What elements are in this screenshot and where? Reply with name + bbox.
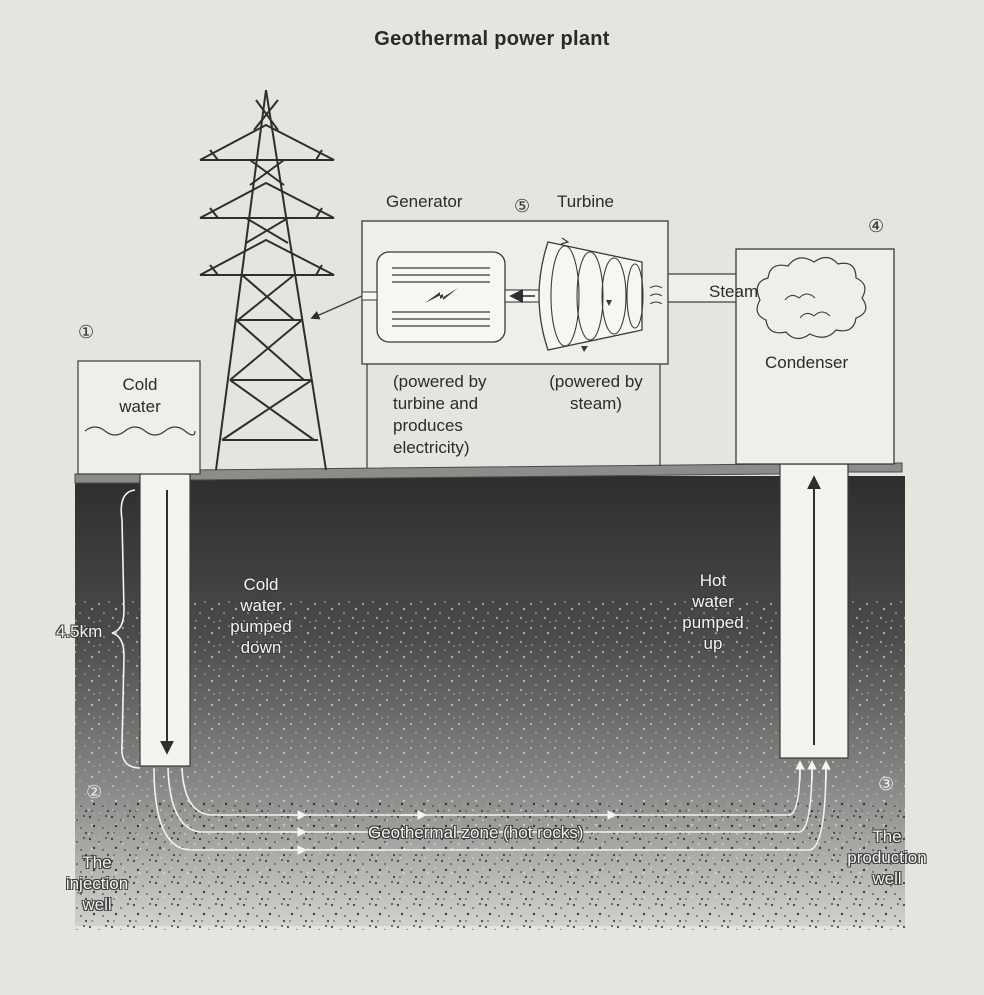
injection-well-label: The injection well: [65, 853, 129, 914]
diagram-title: Geothermal power plant: [374, 28, 610, 50]
geothermal-flow: [153, 760, 831, 855]
geothermal-zone-label: Geothermal zone (hot rocks): [368, 823, 584, 842]
hot-water-pumped-label: Hot water pumped up: [682, 571, 744, 653]
production-well-label: The production well: [847, 827, 927, 888]
ground: [75, 476, 905, 930]
condenser-label: Condenser: [765, 353, 849, 372]
step-5-marker: ⑤: [514, 196, 531, 216]
turbine-unit: [538, 237, 663, 352]
power-cable: [310, 295, 363, 320]
production-well: [779, 463, 849, 759]
cold-water-tank: [77, 360, 201, 475]
depth-label: 4.5km: [56, 622, 103, 641]
generator-unit: [361, 251, 544, 343]
steam-label: Steam: [709, 282, 759, 301]
step-3-marker: ③: [878, 774, 895, 794]
step-4-marker: ④: [868, 216, 885, 236]
step-1-marker: ①: [78, 322, 95, 342]
condenser-unit: [735, 248, 895, 465]
depth-brace: [111, 489, 141, 769]
cold-water-pumped-label: Cold water pumped down: [230, 575, 292, 657]
turbine-label: Turbine: [557, 192, 615, 211]
injection-well: [139, 473, 191, 767]
generator-label: Generator: [386, 192, 463, 211]
turbine-note: (powered by steam): [549, 372, 643, 413]
cold-water-label: Cold water: [119, 375, 161, 416]
transmission-tower: [199, 89, 335, 471]
generator-note: (powered by turbine and produces electri…: [393, 372, 487, 457]
step-2-marker: ②: [86, 782, 103, 802]
